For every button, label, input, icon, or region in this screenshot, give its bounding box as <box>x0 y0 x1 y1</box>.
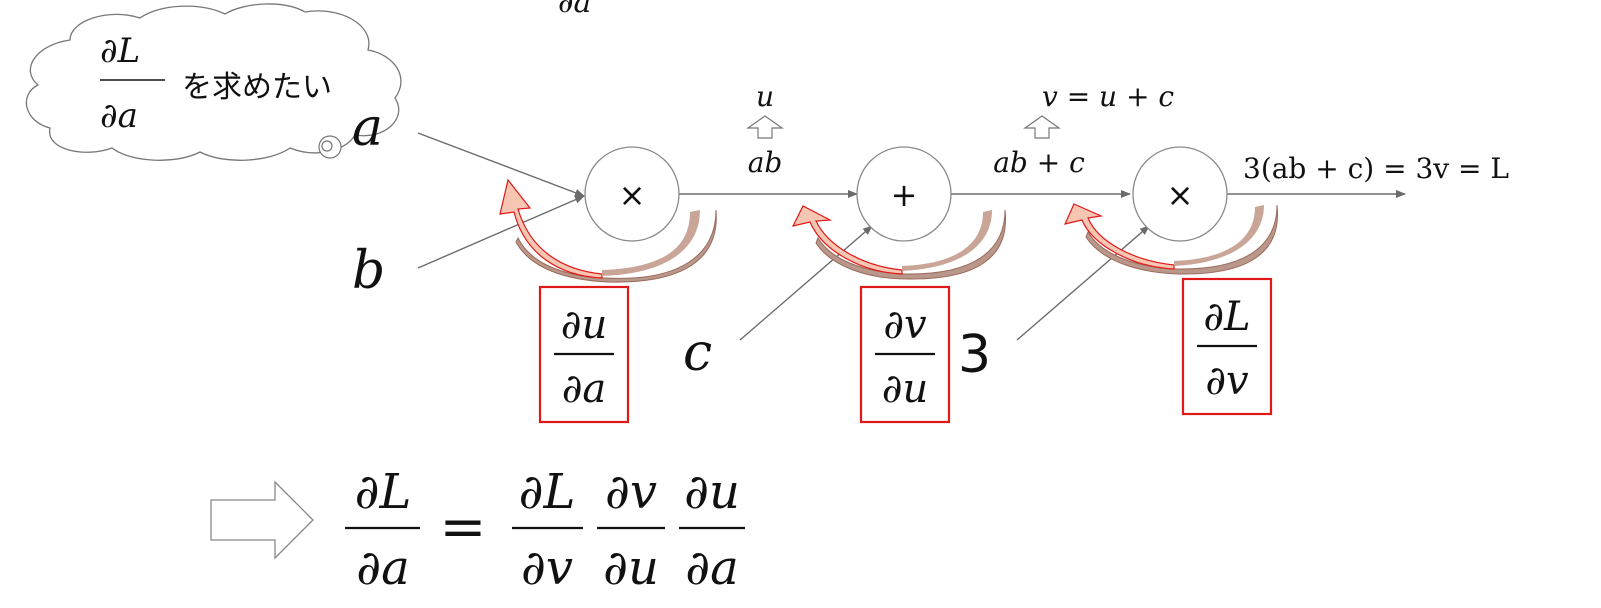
chain-lhs-denominator: ∂a <box>356 540 409 596</box>
node-plus <box>856 146 952 242</box>
edge-a <box>417 132 585 197</box>
dL-dv-numerator: ∂L <box>1203 294 1250 340</box>
input-c: c <box>683 323 712 383</box>
dL-dv-denominator: ∂v <box>1205 358 1249 404</box>
input-a: a <box>352 98 383 158</box>
chain-rule-equation: ∂L ∂a = ∂L ∂v ∂v ∂u ∂u ∂a <box>345 464 745 596</box>
label-u: u <box>756 80 774 113</box>
edge-three <box>1016 225 1150 341</box>
up-arrow-icon-2 <box>1023 115 1061 139</box>
thought-cloud: ∂L ∂a を求めたい <box>25 3 402 161</box>
local-grad-dv-du: ∂v ∂u <box>859 285 951 424</box>
implies-arrow-icon <box>210 480 314 560</box>
backward-arrow-3 <box>1063 203 1279 275</box>
chain-rhs-1-denominator: ∂v <box>521 540 573 596</box>
input-b: b <box>352 241 385 301</box>
node-multiply-2 <box>1132 146 1228 242</box>
local-grad-dL-dv: ∂L ∂v <box>1181 277 1273 416</box>
chain-rhs-2-denominator: ∂u <box>603 540 659 596</box>
chain-rhs-3-denominator: ∂a <box>685 540 738 596</box>
label-ab: ab <box>748 146 783 179</box>
local-grad-du-da: ∂u ∂a <box>538 285 630 424</box>
dv-du-numerator: ∂v <box>883 302 927 348</box>
thought-text: を求めたい <box>182 70 332 105</box>
dv-du-value: 3 <box>958 325 991 385</box>
label-v-def: v = u + c <box>1042 80 1174 113</box>
thought-numerator: ∂L <box>100 31 140 71</box>
du-da-denominator: ∂a <box>562 366 607 412</box>
node-multiply-2-symbol: × <box>1167 176 1194 214</box>
top-fraction-fragment: ∂a <box>558 0 591 20</box>
node-multiply-1-symbol: × <box>619 176 646 214</box>
dv-du-denominator: ∂u <box>882 366 928 412</box>
up-arrow-icon-1 <box>746 115 784 139</box>
edge-b <box>417 195 585 269</box>
chain-equals: = <box>440 495 487 560</box>
label-output: 3(ab + c) = 3v = L <box>1243 152 1509 185</box>
edge-c <box>739 225 873 341</box>
label-ab-plus-c: ab + c <box>993 146 1085 179</box>
du-da-numerator: ∂u <box>561 302 607 348</box>
backward-arrow-2 <box>791 205 1007 280</box>
chain-rhs-2-numerator: ∂v <box>605 464 657 520</box>
chain-rhs-3-numerator: ∂u <box>684 464 740 520</box>
chain-lhs-numerator: ∂L <box>355 464 412 520</box>
node-multiply-1 <box>584 146 680 242</box>
chain-rhs-1-numerator: ∂L <box>519 464 576 520</box>
backward-arrow-1 <box>499 178 717 283</box>
thought-denominator: ∂a <box>100 96 138 136</box>
node-plus-symbol: + <box>891 176 918 214</box>
